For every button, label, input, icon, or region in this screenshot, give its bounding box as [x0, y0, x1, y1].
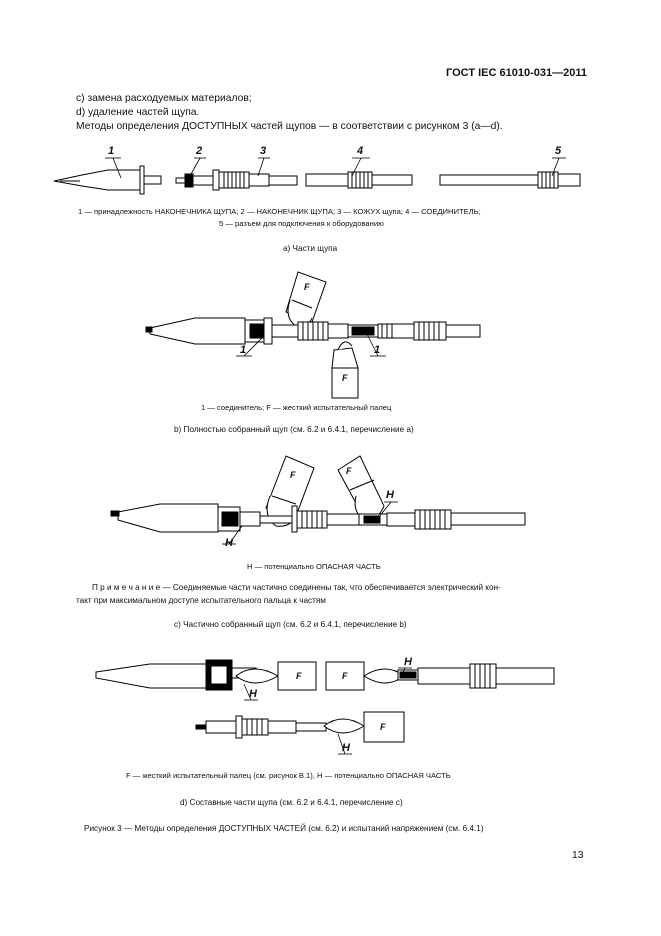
label-c-hazard-left: H — [225, 537, 233, 549]
label-part-3: 3 — [260, 145, 267, 157]
label-b-connector-left: 1 — [240, 344, 247, 356]
finger-label-d2: F — [342, 671, 348, 681]
label-b-connector-right: 1 — [374, 344, 381, 356]
legend-a-line2: 5 — разъем для подключения к оборудовани… — [219, 219, 384, 228]
finger-label-d1: F — [296, 671, 302, 681]
caption-a: a) Части щупа — [283, 244, 338, 253]
note-c-line1: П р и м е ч а н и е — Соединяемые части … — [92, 583, 501, 592]
label-d-hazard-3: H — [342, 742, 350, 754]
list-item-c: с) замена расходуемых материалов; — [76, 93, 252, 104]
finger-label-d3: F — [380, 722, 386, 732]
label-d-hazard-1: H — [249, 688, 257, 700]
legend-a-line1: 1 — принадлежность НАКОНЕЧНИКА ЩУПА; 2 —… — [78, 207, 481, 216]
note-c-line2: такт при максимальном доступе испытатель… — [76, 596, 326, 605]
label-part-5: 5 — [555, 145, 562, 157]
legend-c: H — потенциально ОПАСНАЯ ЧАСТЬ — [247, 562, 381, 571]
label-d-hazard-2: H — [404, 656, 412, 668]
finger-label-upper-b: F — [304, 282, 310, 292]
legend-d: F — жесткий испытательный палец (см. рис… — [126, 771, 451, 780]
label-part-4: 4 — [357, 145, 364, 157]
list-item-d: d) удаление частей щупа. — [76, 107, 200, 118]
finger-label-upper-right-c: F — [346, 466, 352, 476]
label-c-hazard-right: H — [386, 489, 394, 501]
methods-line: Методы определения ДОСТУПНЫХ частей щупо… — [76, 121, 503, 132]
caption-d: d) Составные части щупа (см. 6.2 и 6.4.1… — [180, 798, 403, 807]
page-number: 13 — [572, 850, 584, 861]
finger-label-lower-b: F — [342, 373, 348, 383]
legend-b: 1 — соединитель; F — жесткий испытательн… — [201, 403, 392, 412]
standard-header: ГОСТ IEC 61010-031—2011 — [446, 67, 587, 79]
label-part-2: 2 — [196, 145, 203, 157]
caption-c: c) Частично собранный щуп (см. 6.2 и 6.4… — [174, 620, 407, 629]
label-part-1: 1 — [108, 145, 115, 157]
figure-title: Рисунок 3 — Методы определения ДОСТУПНЫХ… — [84, 824, 484, 833]
finger-label-upper-left-c: F — [290, 470, 296, 480]
caption-b: b) Полностью собранный щуп (см. 6.2 и 6.… — [174, 425, 414, 434]
